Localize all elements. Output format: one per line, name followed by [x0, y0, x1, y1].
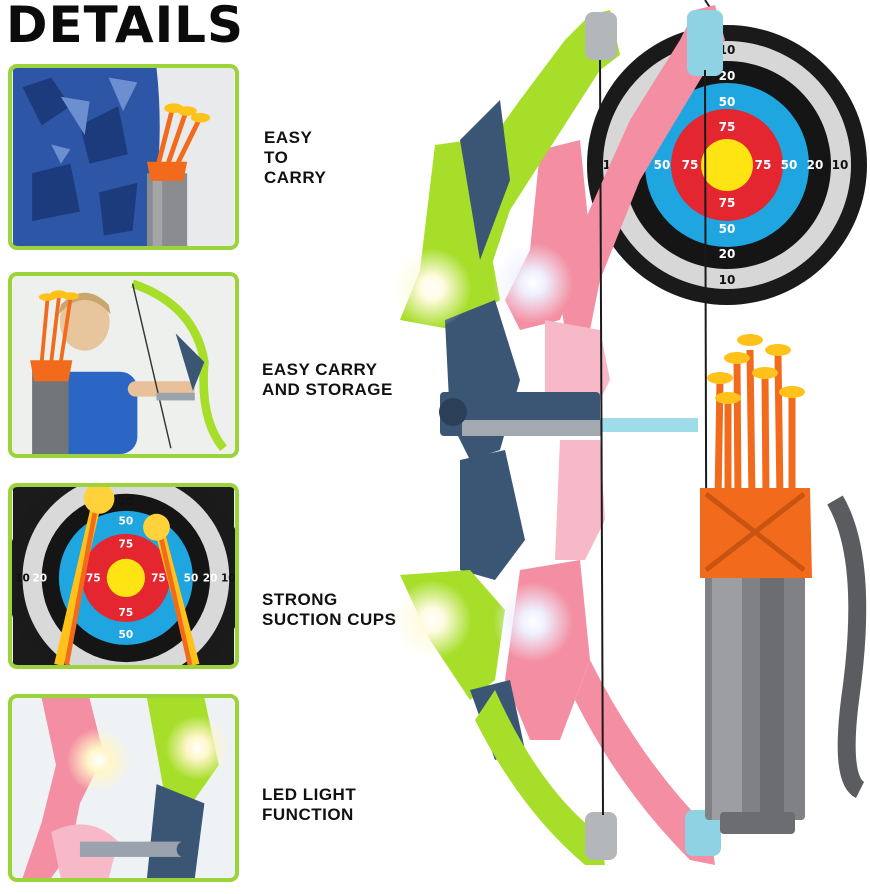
target-ring-label: 75 — [755, 158, 772, 172]
green-bow-string — [599, 59, 604, 816]
product-scene: 10 20 50 75 75 50 20 10 75 50 20 10 75 5… — [250, 0, 870, 889]
glowing-bow-limbs-image — [12, 698, 235, 878]
feature-panel-strong-suction-cups: 20 50 75 75 75 50 20 10 20 10 75 50 — [8, 483, 239, 669]
page-title: DETAILS — [6, 0, 245, 54]
target-ring-label: 10 — [719, 273, 736, 287]
target-ring-label: 50 — [119, 629, 134, 641]
target-ring-label: 10 — [832, 158, 849, 172]
led-glow — [392, 248, 472, 328]
target-ring-label: 75 — [719, 196, 736, 210]
feature-panel-led-light-function — [8, 694, 239, 882]
led-glow — [493, 243, 573, 323]
arrows-on-target-image: 20 50 75 75 75 50 20 10 20 10 75 50 — [12, 487, 235, 665]
target-ring-label: 50 — [781, 158, 798, 172]
target-ring-label: 20 — [719, 69, 736, 83]
target-ring-label: 10 — [15, 573, 30, 585]
target-ring-label: 20 — [719, 247, 736, 261]
target-ring-label: 20 — [119, 496, 134, 508]
feature-panel-easy-to-carry — [8, 64, 239, 250]
boy-with-bow-and-quiver-image — [12, 276, 235, 454]
quiver-worn-on-back-image — [12, 68, 235, 246]
led-glow — [392, 580, 472, 660]
target-ring-label: 75 — [86, 573, 101, 585]
quiver — [700, 334, 867, 834]
target-ring-label: 75 — [719, 120, 736, 134]
target-ring-label: 20 — [807, 158, 824, 172]
target-ring-label: 20 — [32, 573, 47, 585]
led-glow — [493, 582, 573, 662]
target-ring-label: 75 — [119, 538, 134, 550]
target-ring-label: 50 — [119, 515, 134, 527]
target-ring-label: 75 — [682, 158, 699, 172]
target-ring-label: 10 — [221, 573, 235, 585]
target-ring-label: 75 — [151, 573, 166, 585]
target-ring-label: 50 — [654, 158, 671, 172]
target-ring-label: 20 — [203, 573, 218, 585]
target-ring-label: 50 — [719, 95, 736, 109]
target-ring-label: 75 — [119, 607, 134, 619]
green-bow — [400, 10, 620, 865]
target-ring-label: 50 — [184, 573, 199, 585]
target-ring-label: 50 — [719, 222, 736, 236]
feature-panel-easy-carry-and-storage — [8, 272, 239, 458]
bow-target-quiver-illustration: 10 20 50 75 75 50 20 10 75 50 20 10 75 5… — [392, 0, 867, 865]
